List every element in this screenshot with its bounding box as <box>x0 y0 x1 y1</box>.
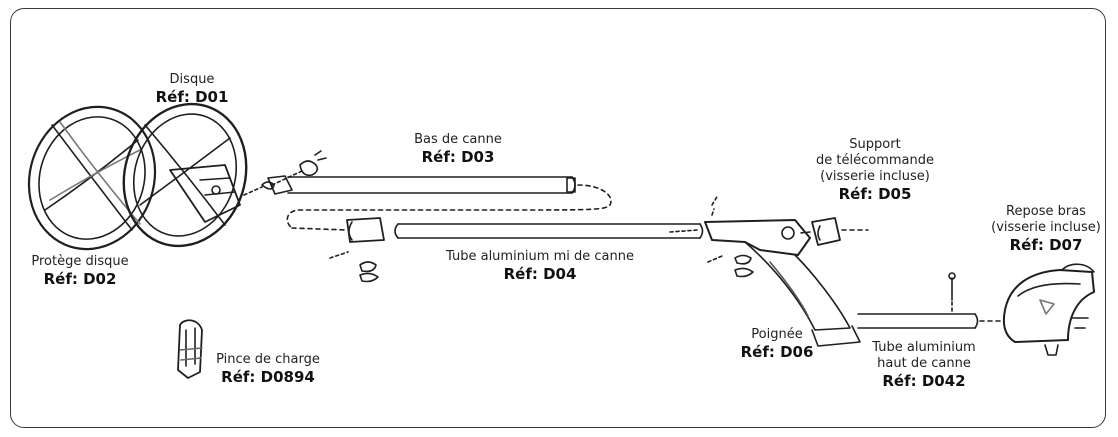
arm-rest-drawing <box>1002 263 1095 356</box>
remote-support-drawing <box>799 217 869 246</box>
handle-drawing <box>704 194 861 347</box>
label-remote-support: Support de télécommande (visserie inclus… <box>800 137 950 204</box>
handle-ref: Réf: D06 <box>740 343 814 361</box>
arm-rest-name-2: (visserie incluse) <box>991 220 1101 235</box>
middle-tube-name: Tube aluminium mi de canne <box>446 249 634 264</box>
disc-protector-drawing <box>27 105 157 251</box>
charging-clip-drawing <box>177 319 203 379</box>
disc-protector-name: Protège disque <box>31 254 129 269</box>
remote-support-name-2: de télécommande <box>816 153 934 168</box>
charging-clip-ref: Réf: D0894 <box>221 368 315 386</box>
middle-tube-drawing <box>291 217 704 283</box>
label-disc: Disque Réf: D01 <box>132 72 252 107</box>
disc-ref: Réf: D01 <box>155 88 229 106</box>
label-disc-protector: Protège disque Réf: D02 <box>18 254 142 289</box>
arm-rest-name-1: Repose bras <box>1006 204 1086 219</box>
upper-tube-drawing <box>857 272 1003 329</box>
disc-name: Disque <box>169 72 215 87</box>
label-middle-tube: Tube aluminium mi de canne Réf: D04 <box>420 249 660 284</box>
remote-support-name-1: Support <box>849 137 901 152</box>
label-handle: Poignée Réf: D06 <box>722 327 832 362</box>
diagram-frame <box>10 8 1106 428</box>
label-lower-shaft: Bas de canne Réf: D03 <box>396 132 520 167</box>
label-upper-tube: Tube aluminium haut de canne Réf: D042 <box>858 340 990 391</box>
lower-shaft-name: Bas de canne <box>414 132 502 147</box>
disc-protector-ref: Réf: D02 <box>43 270 117 288</box>
upper-tube-ref: Réf: D042 <box>882 372 966 390</box>
label-charging-clip: Pince de charge Réf: D0894 <box>205 352 331 387</box>
upper-tube-name-1: Tube aluminium <box>872 340 976 355</box>
charging-clip-name: Pince de charge <box>216 352 320 367</box>
remote-support-ref: Réf: D05 <box>838 185 912 203</box>
middle-tube-ref: Réf: D04 <box>503 265 577 283</box>
upper-tube-name-2: haut de canne <box>877 356 971 371</box>
remote-support-name-3: (visserie incluse) <box>820 169 930 184</box>
label-arm-rest: Repose bras (visserie incluse) Réf: D07 <box>982 204 1110 255</box>
disc-hardware-drawing <box>243 150 327 196</box>
lower-shaft-ref: Réf: D03 <box>421 148 495 166</box>
handle-name: Poignée <box>751 327 803 342</box>
arm-rest-ref: Réf: D07 <box>1009 236 1083 254</box>
lower-shaft-drawing <box>267 175 612 229</box>
disc-drawing <box>122 102 248 248</box>
